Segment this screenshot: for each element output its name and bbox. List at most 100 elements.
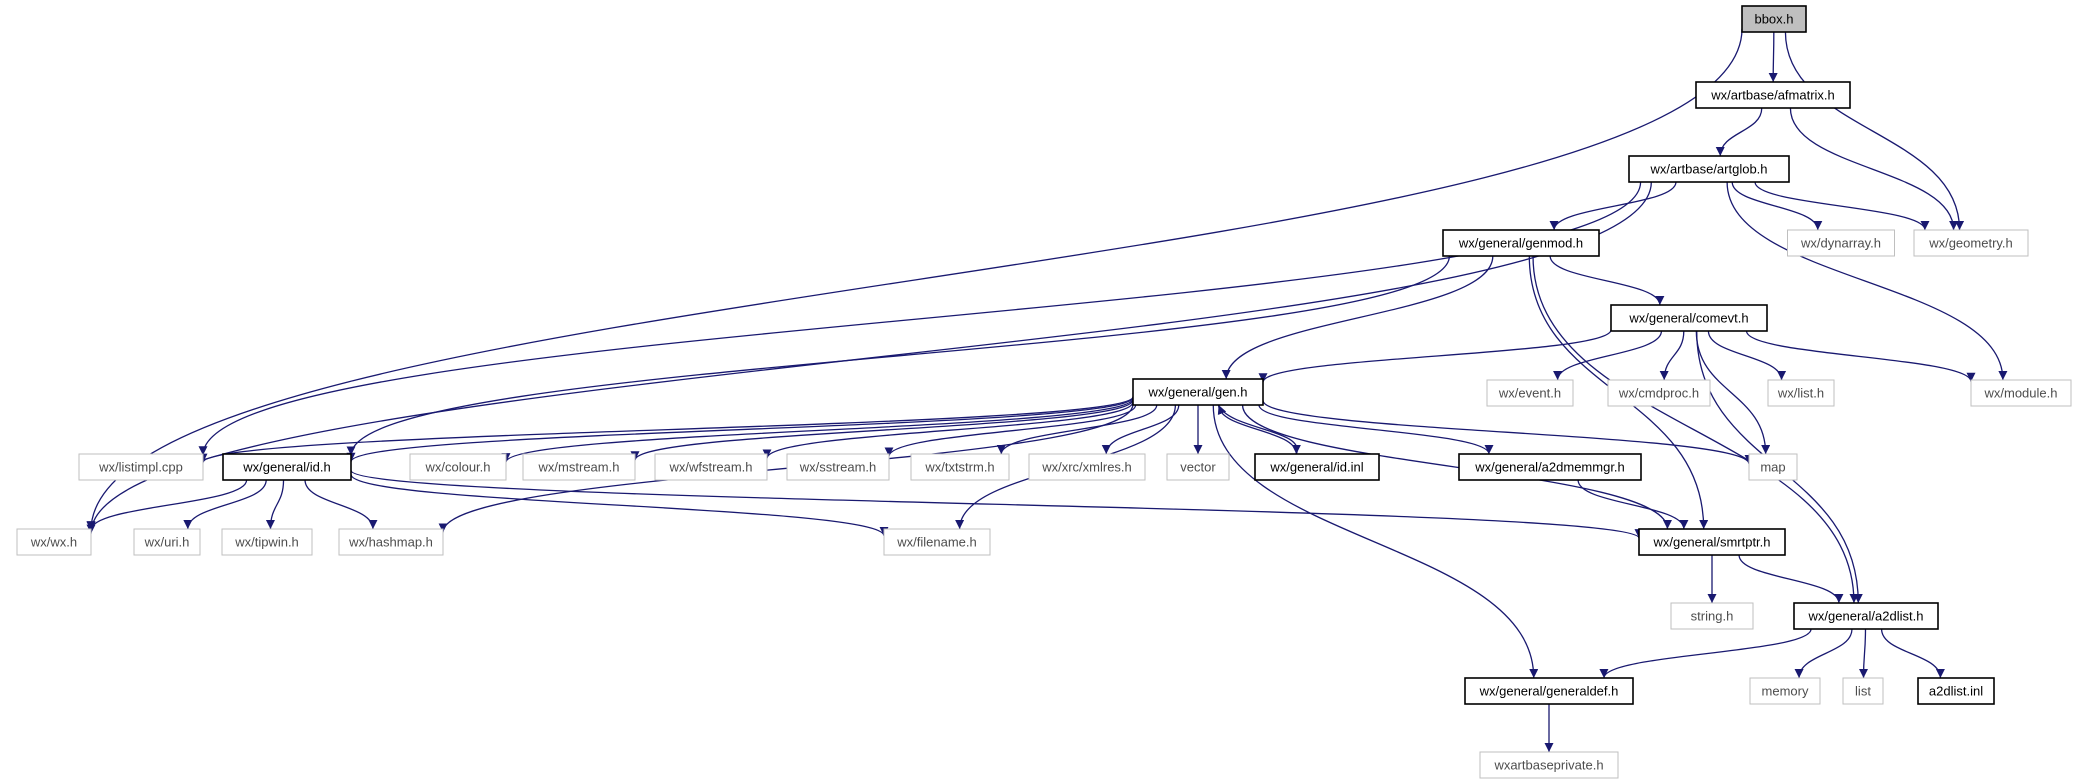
node-comevt[interactable]: wx/general/comevt.h [1610,304,1768,332]
node-box-wxartbaseprivate [1479,751,1619,779]
node-label-sstream: wx/sstream.h [799,460,877,475]
node-box-wfstream [654,453,768,481]
node-label-module: wx/module.h [1984,386,2058,401]
edge-gen-to-smrtptr [1241,404,1672,530]
node-label-id_inl: wx/general/id.inl [1269,460,1363,475]
edge-a2dlist-to-memory [1794,628,1853,679]
node-label-list: list [1855,684,1871,699]
edge-gen-to-generaldef [1212,404,1539,679]
node-box-xmlres [1028,453,1146,481]
nodes-layer: bbox.h wx/artbase/afmatrix.h wx/artbase/ar… [16,5,2072,779]
edge-gen-to-xmlres [1101,404,1180,455]
edge-genmod-to-gen [1221,255,1494,380]
node-label-string_h: string.h [1691,609,1734,624]
edge-id_h-to-smrtptr [350,469,1644,539]
node-label-txtstrm: wx/txtstrm.h [924,460,994,475]
node-gen[interactable]: wx/general/gen.h [1132,378,1264,406]
node-txtstrm: wx/txtstrm.h [910,453,1010,481]
node-label-hashmap: wx/hashmap.h [348,535,433,550]
edge-a2dlist-to-generaldef [1599,628,1812,679]
node-list: list [1842,677,1884,705]
node-mstream: wx/mstream.h [522,453,636,481]
node-label-id_h: wx/general/id.h [242,460,330,475]
edge-genmod-to-comevt [1549,255,1665,306]
node-label-wx_h: wx/wx.h [30,535,77,550]
node-memory: memory [1749,677,1821,705]
node-string_h: string.h [1670,602,1754,630]
node-smrtptr[interactable]: wx/general/smrtptr.h [1638,528,1786,556]
node-a2dlist_inl[interactable]: a2dlist.inl [1917,677,1995,705]
edge-comevt-to-module [1745,330,1976,382]
edge-genmod-to-a2dlist [1532,255,1859,604]
node-box-uri [133,528,201,556]
edge-bbox-to-geometry [1784,31,1965,231]
edge-afmatrix-to-artglob [1715,107,1763,157]
node-wfstream: wx/wfstream.h [654,453,768,481]
edge-artglob-to-geometry [1754,181,1930,231]
node-box-list [1842,677,1884,705]
node-afmatrix[interactable]: wx/artbase/afmatrix.h [1695,81,1851,109]
edge-a2dlist-to-list [1859,628,1869,679]
node-label-tipwin: wx/tipwin.h [234,535,299,550]
node-xmlres: wx/xrc/xmlres.h [1028,453,1146,481]
node-a2dlist[interactable]: wx/general/a2dlist.h [1793,602,1939,630]
node-label-afmatrix: wx/artbase/afmatrix.h [1710,88,1835,103]
node-geometry: wx/geometry.h [1913,229,2029,257]
edge-comevt-to-event [1553,330,1663,381]
edge-bbox-to-wx_h [86,28,1743,531]
node-id_h[interactable]: wx/general/id.h [222,453,352,481]
node-label-xmlres: wx/xrc/xmlres.h [1041,460,1132,475]
node-label-list_h: wx/list.h [1777,386,1824,401]
node-colour: wx/colour.h [409,453,507,481]
node-bbox[interactable]: bbox.h [1741,5,1807,33]
node-box-smrtptr [1638,528,1786,556]
node-box-artglob [1628,155,1790,183]
node-box-dynarray [1787,229,1895,257]
node-box-a2dlist_inl [1917,677,1995,705]
edge-smrtptr-to-a2dlist [1738,554,1844,604]
node-label-artglob: wx/artbase/artglob.h [1649,162,1767,177]
node-box-cmdproc [1607,379,1711,407]
node-box-sstream [786,453,890,481]
node-box-a2dlist [1793,602,1939,630]
node-box-memory [1749,677,1821,705]
edge-artglob-to-genmod [1549,181,1677,231]
node-a2dmemmgr[interactable]: wx/general/a2dmemmgr.h [1458,453,1642,481]
node-label-wfstream: wx/wfstream.h [668,460,752,475]
node-box-geometry [1913,229,2029,257]
node-module: wx/module.h [1970,379,2072,407]
node-vector: vector [1166,453,1230,481]
edge-gen-to-txtstrm [996,404,1158,455]
node-label-geometry: wx/geometry.h [1928,236,2013,251]
edge-gen-to-sstream [884,404,1137,457]
node-dynarray: wx/dynarray.h [1787,229,1895,257]
node-generaldef[interactable]: wx/general/generaldef.h [1464,677,1634,705]
node-map: map [1748,453,1798,481]
node-box-event [1486,379,1574,407]
edge-a2dlist-to-a2dlist_inl [1880,628,1945,679]
node-label-genmod: wx/general/genmod.h [1458,236,1583,251]
node-label-generaldef: wx/general/generaldef.h [1479,684,1619,699]
node-event: wx/event.h [1486,379,1574,407]
node-artglob[interactable]: wx/artbase/artglob.h [1628,155,1790,183]
node-id_inl[interactable]: wx/general/id.inl [1254,453,1380,481]
node-label-a2dmemmgr: wx/general/a2dmemmgr.h [1474,460,1625,475]
node-label-filename: wx/filename.h [896,535,976,550]
node-label-gen: wx/general/gen.h [1147,385,1247,400]
edge-id_inl-to-gen [1217,404,1298,455]
node-box-list_h [1767,379,1835,407]
node-box-id_inl [1254,453,1380,481]
edge-comevt-to-map [1695,330,1771,455]
node-filename: wx/filename.h [883,528,991,556]
node-label-cmdproc: wx/cmdproc.h [1618,386,1699,401]
node-box-colour [409,453,507,481]
node-box-generaldef [1464,677,1634,705]
node-label-bbox: bbox.h [1754,12,1793,27]
edge-bbox-to-afmatrix [1768,31,1778,83]
node-box-map [1748,453,1798,481]
node-genmod[interactable]: wx/general/genmod.h [1442,229,1600,257]
edge-gen-to-listimpl [198,396,1134,464]
node-label-a2dlist_inl: a2dlist.inl [1929,684,1983,699]
edge-id_h-to-uri [183,479,267,530]
